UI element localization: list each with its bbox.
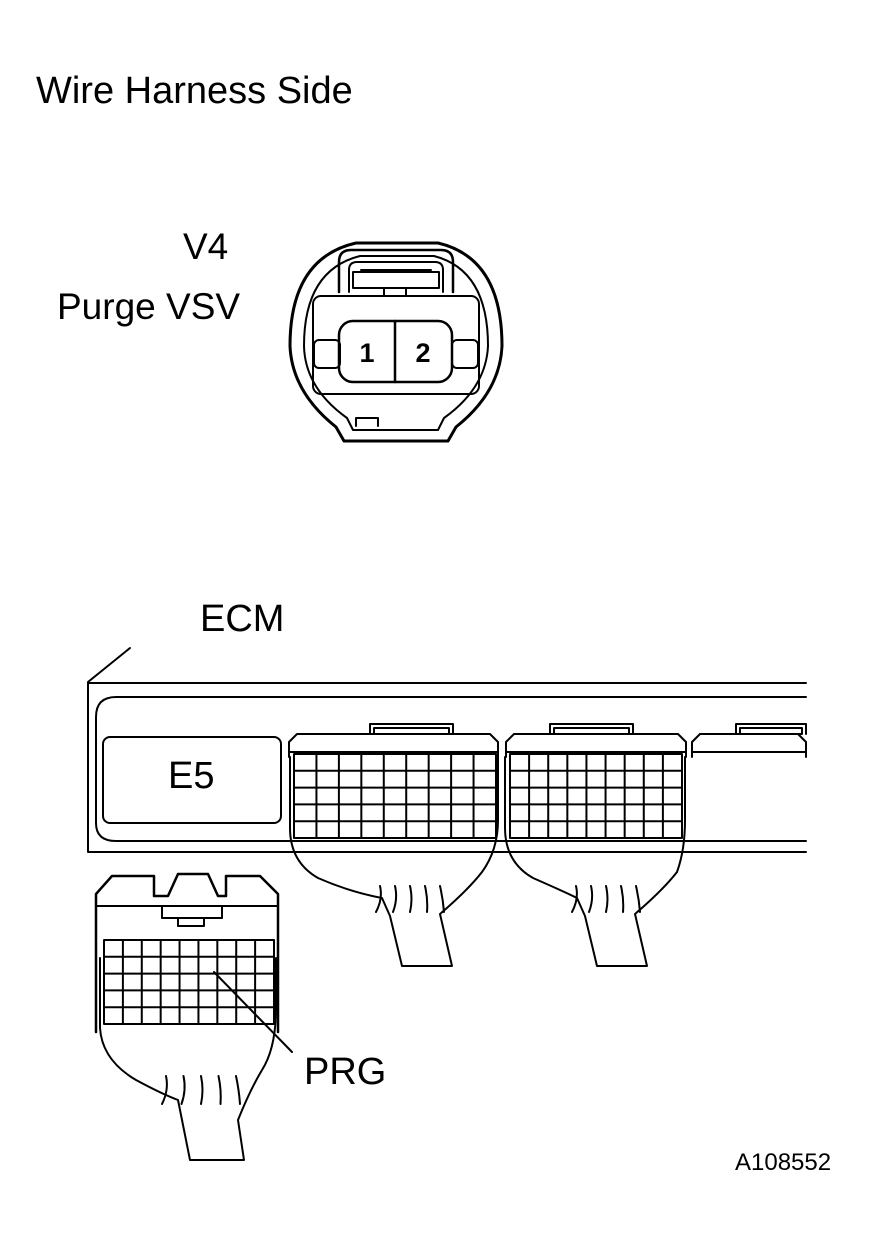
ecm-grid-connector-b-body [504,756,686,967]
wire-strand [235,1075,241,1105]
vsv-connector-outer-housing [288,241,504,443]
ecm-header-key-slot [373,727,450,735]
figure-id: A108552 [735,1149,832,1176]
ecm-label: ECM [200,598,285,640]
wire-strand [180,1075,186,1105]
vsv-connector-inner-housing [303,255,489,431]
ecm-grid-a-frame [293,753,497,839]
vsv-connector-code: V4 [183,226,229,267]
prg-terminal-label: PRG [304,1051,387,1093]
wire-strands [161,885,641,1105]
vsv-connector-lock-tab [337,248,455,294]
page-title: Wire Harness Side [36,70,353,112]
wire-strand [217,1075,222,1105]
vsv-component-name: Purge VSV [57,286,241,327]
purge-vsv-connector [288,241,504,443]
ecm-grid-connector-b-cells [509,753,683,839]
wire-strand [439,885,445,913]
wire-strand [620,885,625,913]
e5-plug-grid-frame [103,939,275,1025]
vsv-pin-2-label: 2 [415,338,430,368]
wire-strand [424,885,429,913]
e5-harness-plug [94,872,280,1161]
wire-strand [375,885,382,913]
ecm-header-key [735,723,807,735]
e5-plug-latch-outline [94,872,280,1034]
wire-strand [200,1075,204,1105]
e5-plug-terminal-cells [103,939,275,1025]
ecm-header-key [369,723,454,735]
wire-strand [588,885,594,913]
wire-strand [392,885,398,913]
prg-leader-line [213,971,293,1053]
e5-label-plate [102,736,282,824]
vsv-connector-lock-tab-inner [348,261,444,293]
ecm-grid-connector-a-body [289,756,499,967]
vsv-connector-bottom-key [355,417,379,427]
ecm-front-panel [87,682,807,853]
ecm-body [87,647,807,853]
ecm-grid-connector-b [504,753,686,967]
ecm-header-key-slot [553,727,630,735]
wire-strand [635,885,641,913]
e5-plug-lock-nub [177,917,205,927]
ecm-grid-b-frame [509,753,683,839]
wire-strand [161,1075,168,1105]
ecm-inner-panel [95,696,807,842]
wire-strand [571,885,578,913]
ecm-header-key [549,723,634,735]
vsv-pin-1-label: 1 [359,338,374,368]
e5-plug-boot [99,957,277,1161]
e5-connector-label: E5 [168,755,215,797]
ecm-grid-connector-a-cells [293,753,497,839]
ecm-grid-connector-a [289,753,499,967]
wire-strand [409,885,413,913]
wire-strand [605,885,609,913]
ecm-header-sockets [288,723,807,758]
ecm-header-key-slot [739,727,803,735]
ecm-corner-edge [87,647,131,683]
